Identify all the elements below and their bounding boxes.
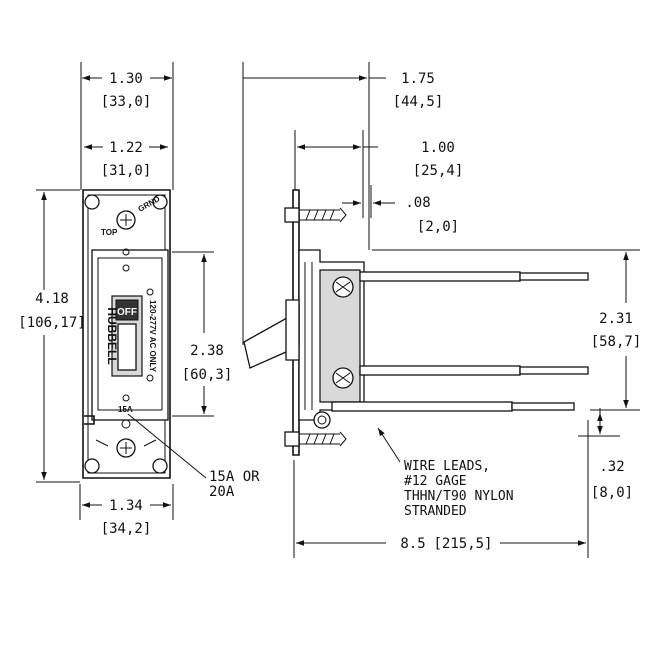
brand-label: HUBBELL [105, 307, 119, 364]
lead-spacing-mm: [58,7] [591, 334, 642, 350]
lead-length-in: 8.5 [400, 536, 425, 552]
overall-depth-in: 1.75 [401, 71, 435, 87]
front-view: 1.30 [33,0] 1.22 [31,0] 4.18 [106,17] 2.… [18, 62, 260, 537]
height-in: 4.18 [35, 291, 69, 307]
mounting-width-mm: [31,0] [101, 163, 152, 179]
wire-note-line-2: #12 GAGE [404, 474, 467, 489]
body-depth-in: 1.00 [421, 140, 455, 156]
wire-lead-middle [359, 365, 589, 376]
toggle-label-plate [115, 299, 139, 321]
screw-slot [335, 372, 351, 384]
overall-width-in: 1.30 [109, 71, 143, 87]
switch-body-inner [97, 257, 163, 411]
side-view: 1.75 [44,5] 1.00 [25,4] .08 [2,0] [242, 62, 642, 558]
rivet [146, 288, 154, 296]
rivet [122, 248, 130, 256]
mounting-spacing-in: 2.38 [190, 343, 224, 359]
screw-tip [339, 431, 347, 447]
toggle-base [285, 299, 300, 361]
off-label: OFF [117, 307, 137, 318]
screw-slot [120, 442, 132, 454]
rivet [146, 374, 154, 382]
mounting-ear-hole [152, 194, 168, 210]
leader-line [127, 413, 207, 479]
top-label: TOP [101, 228, 118, 237]
strap-thickness-in: .08 [405, 195, 430, 211]
ground-terminal [84, 415, 95, 425]
strap-thickness-mm: [2,0] [417, 219, 459, 235]
mounting-strap [82, 189, 171, 479]
mounting-spacing-mm: [60,3] [182, 367, 233, 383]
mounting-ear-hole [84, 458, 100, 474]
ground-screw-inner [317, 415, 327, 425]
strap-detail [95, 439, 157, 447]
rating-note-2: 20A [209, 484, 235, 500]
mounting-width-in: 1.22 [109, 140, 143, 156]
wire-lead-ground [331, 401, 575, 412]
rating-note-1: 15A OR [209, 469, 260, 485]
mounting-strap-inner [87, 194, 166, 474]
rating-label: 15A [118, 405, 133, 414]
rivet [122, 264, 130, 272]
screw-slot [335, 281, 351, 293]
base-width-mm: [34,2] [101, 521, 152, 537]
ground-offset-mm: [8,0] [591, 485, 633, 501]
wire-note-line-1: WIRE LEADS, [404, 459, 490, 474]
side-screw-head [284, 431, 300, 447]
voltage-label: 120-277V AC ONLY [148, 300, 157, 373]
mounting-ear-hole [84, 194, 100, 210]
side-screw-thread [299, 209, 340, 221]
label-backdrop [180, 337, 236, 383]
side-strap [292, 189, 300, 456]
rating-marker [121, 419, 131, 429]
ground-screw [313, 411, 331, 429]
ground-label: GRND [137, 194, 162, 214]
housing-detail [304, 262, 313, 410]
wire-note-line-4: STRANDED [404, 504, 467, 519]
overall-depth-mm: [44,5] [393, 94, 444, 110]
side-screw-thread [299, 433, 340, 445]
body-depth-mm: [25,4] [413, 163, 464, 179]
wire-note-line-3: THHN/T90 NYLON [404, 489, 514, 504]
lead-spacing-in: 2.31 [599, 311, 633, 327]
overall-width-mm: [33,0] [101, 94, 152, 110]
height-mm: [106,17] [18, 315, 85, 331]
base-width-in: 1.34 [109, 498, 143, 514]
ground-offset-in: .32 [599, 459, 624, 475]
leader-line [377, 427, 401, 463]
wire-lead-top [359, 271, 589, 282]
lead-length-mm: [215,5] [433, 536, 492, 552]
screw-slot [120, 214, 132, 226]
screw-tip [339, 207, 347, 223]
toggle-lever [117, 323, 137, 371]
mounting-ear-hole [152, 458, 168, 474]
side-screw-head [284, 207, 300, 223]
rivet [122, 394, 130, 402]
